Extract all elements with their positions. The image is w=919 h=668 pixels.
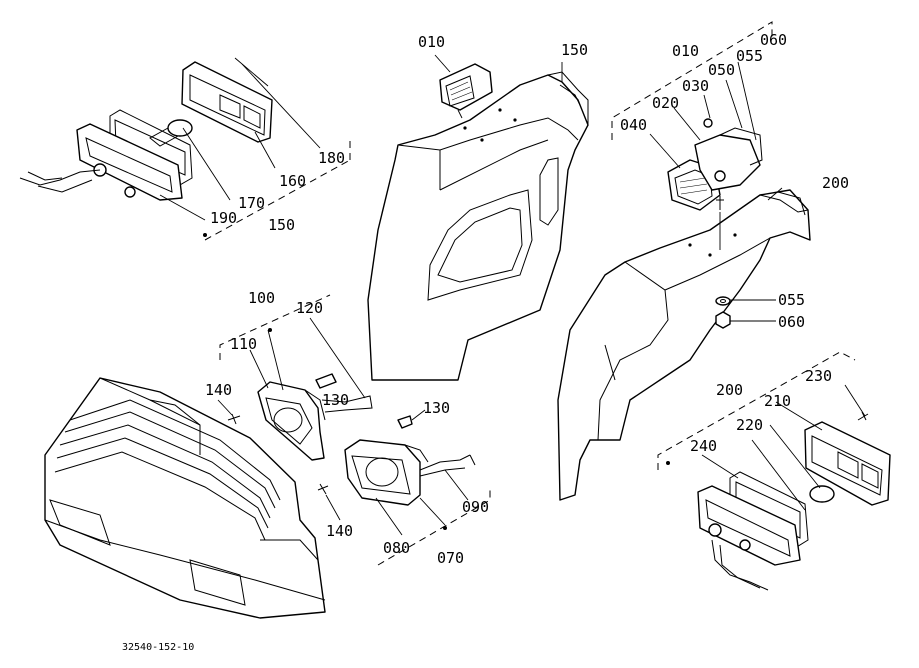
label-090: 090 (462, 498, 489, 516)
label-100: 100 (248, 289, 275, 307)
label-210: 210 (764, 392, 791, 410)
label-150-group: 150 (268, 216, 295, 234)
label-030: 030 (682, 77, 709, 95)
label-010-fender: 010 (418, 33, 445, 51)
label-110: 110 (230, 335, 257, 353)
label-170: 170 (238, 194, 265, 212)
label-220: 220 (736, 416, 763, 434)
label-130-a: 130 (322, 391, 349, 409)
rear-lamp-left (19, 57, 273, 201)
label-190: 190 (210, 209, 237, 227)
label-180: 180 (318, 149, 345, 167)
label-060: 060 (778, 313, 805, 331)
label-140-b: 140 (326, 522, 353, 540)
front-grille (44, 377, 326, 619)
label-200-fender: 200 (822, 174, 849, 192)
label-070: 070 (437, 549, 464, 567)
label-055: 055 (778, 291, 805, 309)
fender-lamp-right (667, 118, 763, 250)
nut-060 (715, 311, 731, 329)
label-200-group: 200 (716, 381, 743, 399)
label-160: 160 (279, 172, 306, 190)
label-240: 240 (690, 437, 717, 455)
label-120: 120 (296, 299, 323, 317)
front-work-lamp-right (344, 415, 476, 506)
label-055-group: 055 (736, 47, 763, 65)
label-130-b: 130 (423, 399, 450, 417)
label-040: 040 (620, 116, 647, 134)
label-060-group: 060 (760, 31, 787, 49)
rear-lamp-right (697, 411, 891, 591)
fender-lamp-010 (439, 63, 493, 119)
left-fender (367, 71, 589, 381)
label-230: 230 (805, 367, 832, 385)
label-010-group: 010 (672, 42, 699, 60)
label-140-a: 140 (205, 381, 232, 399)
label-050: 050 (708, 61, 735, 79)
drawing-code: 32540-152-10 (122, 642, 194, 653)
label-020: 020 (652, 94, 679, 112)
washer-055 (715, 296, 731, 306)
front-work-lamp-left (257, 373, 373, 461)
label-150-fender: 150 (561, 41, 588, 59)
right-fender (557, 189, 811, 501)
label-080: 080 (383, 539, 410, 557)
